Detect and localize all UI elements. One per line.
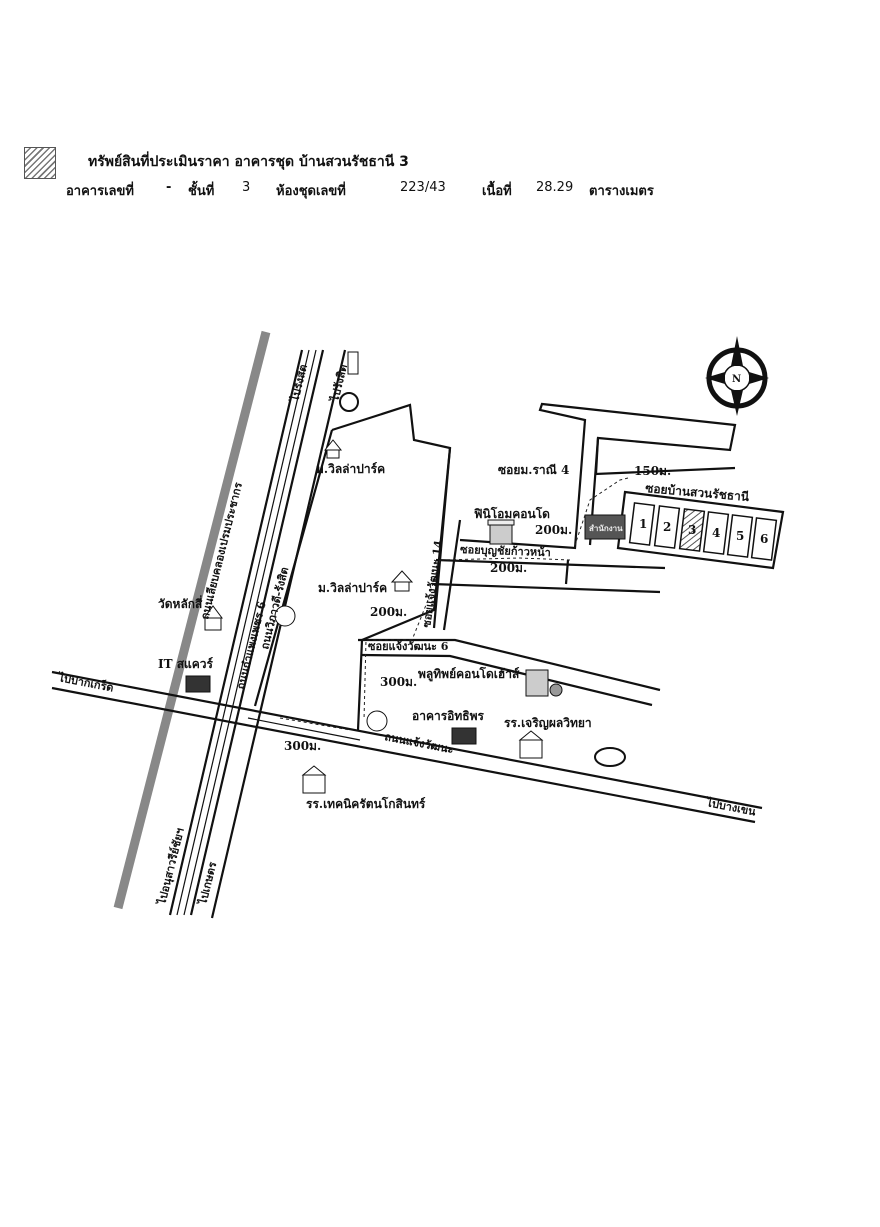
building-1-label: 1 [639,517,647,531]
soi-boonchai-bottom [431,582,661,594]
distance-200-a-label: 200ม. [535,523,572,537]
distance-150-label: 150ม. [634,464,671,478]
frontage-road [253,429,334,707]
to-rangsit-left-label: ไปรังสิต [287,363,310,405]
villa-park-house-2-icon [390,570,414,592]
soi-chaengwattana-6-label: ซอยแจ้งวัฒนะ 6 [368,640,449,653]
building-label: อาคารเลขที่ [66,184,134,199]
itthiporn-label: อาคารอิทธิพร [412,709,485,723]
building-3-label: 3 [688,523,696,537]
compass-north-label: N [732,374,741,385]
it-square-building-icon [185,675,211,693]
building-value: - [166,180,172,195]
subject-building-3 [678,508,706,552]
circle-mark-icon [274,605,296,627]
soi-chaengwattana-14 [432,447,452,629]
condo-buildings [628,502,778,561]
phutthiphong-condo-icon [525,669,563,697]
soi-yom-ranee-4-label: ซอยม.ราณี 4 [498,463,569,477]
canal-line [113,330,271,910]
soi-yom-ranee-4 [459,402,737,550]
building-4-label: 4 [712,526,720,540]
distance-200-c-label: 200ม. [370,605,407,619]
soi-boonchai-top [435,558,666,570]
villa-park-1-label: ม.วิลล่าปาร์ค [316,462,385,476]
distance-200-b-label: 200ม. [490,561,527,575]
soi-chaengwattana-6-top [358,638,661,692]
soi-boonchai-label: ซอยบุญชัยก้าวหน้า [460,543,551,560]
route-dash-150 [574,477,629,546]
itthiporn-building-icon [451,727,477,745]
school-icon [518,730,544,759]
toyota-logo-icon [594,747,626,767]
tech-school-label: รร.เทคนิครัตนโกสินทร์ [306,796,426,811]
office-label: สำนักงาน [589,523,623,533]
phutthiphong-condo-label: พลูทิพย์คอนโดเฮ้าส์ [418,666,520,682]
distance-300-a-label: 300ม. [380,675,417,689]
villa-park-house-icon [323,439,343,459]
to-bang-khen-label: ไปบางเขน [703,795,757,819]
area-value: 28.29 [536,180,574,195]
page-title: ทรัพย์สินที่ประเมินราคา อาคารชุด บ้านสวน… [88,154,409,170]
charoen-school-label: รร.เจริญผลวิทยา [504,716,592,730]
building-2-label: 2 [663,520,671,534]
wat-laksi-label: วัดหลักสี่ [158,595,203,611]
floor-value: 3 [242,180,251,195]
condo-building-icon [487,519,515,545]
tech-school-icon [301,765,327,794]
ferrari-logo-icon [347,351,359,375]
to-victory-monument-label: ไปอนุสาวรีย์ชัยฯ [154,827,188,908]
area-label: เนื้อที่ [482,184,512,199]
office-building [584,514,626,540]
unit-value: 223/43 [400,180,446,195]
unit-label: ห้องชุดเลขที่ [276,184,346,199]
temple-icon [203,605,223,631]
north-compass-icon [705,336,769,416]
tree-icon [366,710,388,732]
chaengwattana-road [51,670,763,824]
villa-park-2-label: ม.วิลล่าปาร์ค [318,581,387,595]
floor-label: ชั้นที่ [188,184,215,199]
vibhavadi-road [210,349,347,919]
it-square-label: IT สแควร์ [158,657,214,671]
kamphaeng-phet-road [168,349,325,916]
building-6-label: 6 [760,532,768,546]
soi-chaengwattana-6-bottom [361,653,653,707]
hatch-legend-swatch [24,147,56,179]
volkswagen-logo-icon [339,392,359,412]
distance-300-b-label: 300ม. [284,739,321,753]
fininiom-condo-label: ฟินิโอมคอนโด [474,506,550,521]
building-5-label: 5 [736,529,744,543]
area-unit: ตารางเมตร [589,184,654,199]
